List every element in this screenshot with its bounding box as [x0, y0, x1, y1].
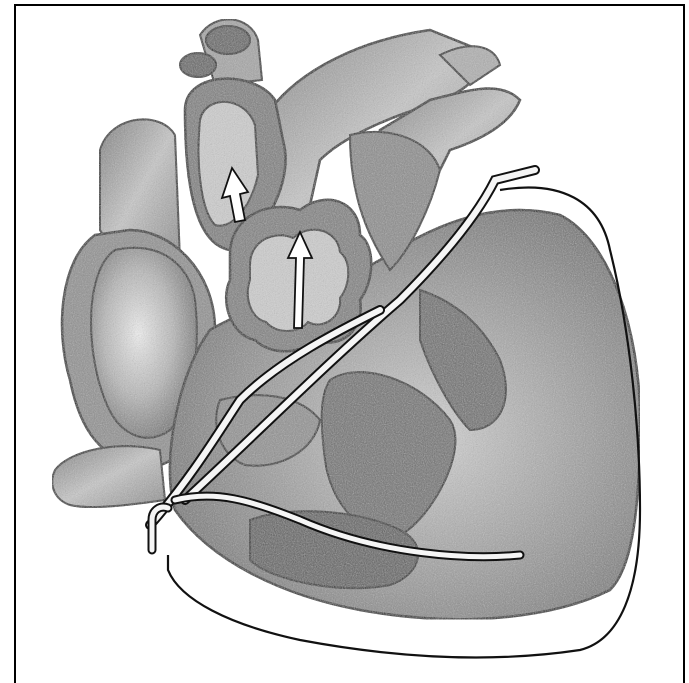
aortic-branch-opening	[206, 26, 250, 54]
inferior-vena-cava	[52, 446, 165, 507]
